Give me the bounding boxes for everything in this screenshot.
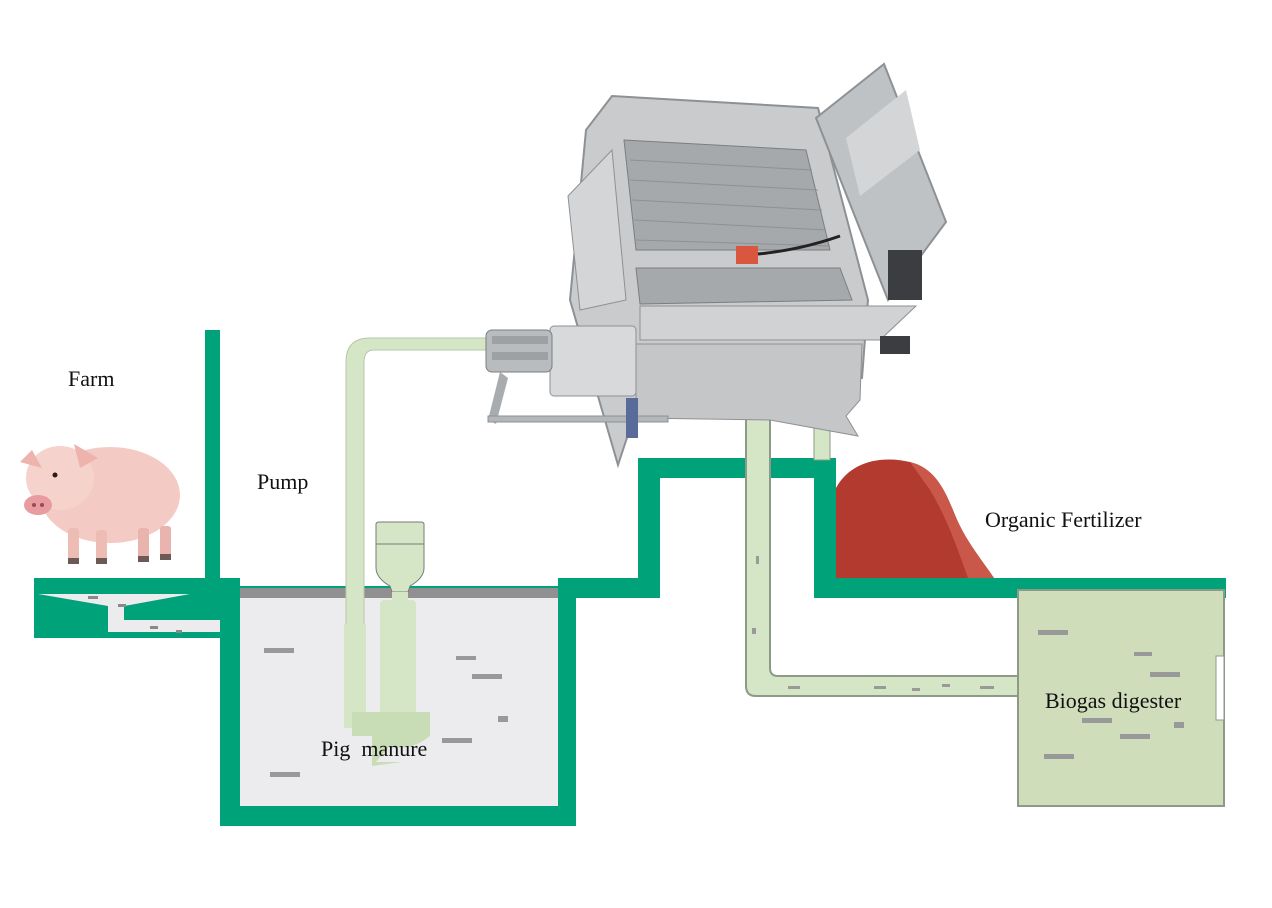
- farm-channel: [34, 578, 240, 638]
- pig-manure-label: Pig manure: [321, 736, 428, 761]
- pig-icon: [20, 444, 180, 564]
- submersible-pump-icon: [352, 521, 430, 766]
- biogas-digester-label: Biogas digester: [1045, 688, 1182, 713]
- farm-label: Farm: [68, 366, 115, 391]
- farm-wall: [205, 330, 220, 586]
- organic-fertilizer-pile: [836, 459, 994, 578]
- pump-label: Pump: [257, 469, 309, 494]
- organic-fertilizer-label: Organic Fertilizer: [985, 507, 1142, 532]
- pit-to-separator-wall: [558, 458, 836, 598]
- biogas-digester-tank: [1017, 589, 1225, 807]
- screw-press-separator-icon: [485, 62, 948, 469]
- fertilizer-ground: [814, 478, 1226, 598]
